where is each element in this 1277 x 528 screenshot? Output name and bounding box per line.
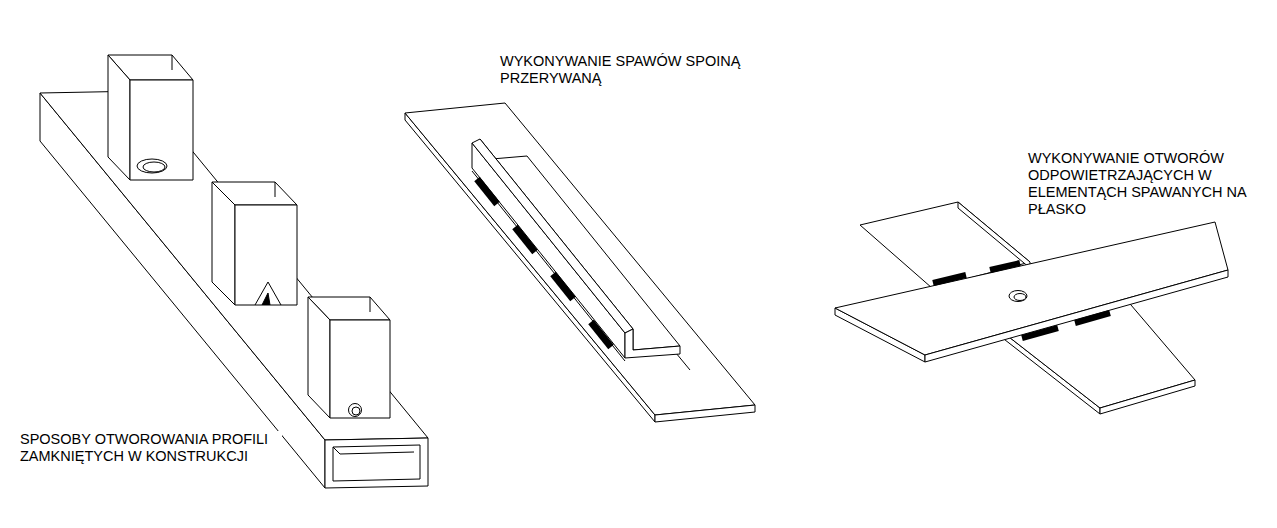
angle-leg-edge xyxy=(472,139,633,333)
front-plate-edge xyxy=(1100,380,1195,414)
post-side xyxy=(108,55,130,180)
vent-hole xyxy=(349,404,362,417)
angle-end xyxy=(625,329,680,358)
beam-inner-edge xyxy=(333,447,340,454)
vent-hole-inner xyxy=(143,162,165,172)
weld-seam xyxy=(591,322,611,347)
main-plate-edge xyxy=(925,270,1228,362)
vent-notch-shade xyxy=(262,293,270,305)
weld-seam xyxy=(553,274,573,299)
beam-top xyxy=(40,91,428,440)
weld-seam xyxy=(515,227,535,252)
plate-top xyxy=(405,103,755,415)
post-front xyxy=(330,320,390,418)
vent-hole xyxy=(1009,291,1027,302)
post-side xyxy=(212,182,235,305)
beam-inner-edge xyxy=(340,452,414,454)
flat-weld-figure xyxy=(835,202,1228,414)
beam-end xyxy=(325,438,428,488)
intermittent-weld-figure xyxy=(405,103,755,422)
weld-seam xyxy=(1022,328,1058,338)
vent-hole xyxy=(137,159,167,173)
post-inner-edge xyxy=(275,182,276,197)
plate-end xyxy=(655,405,755,422)
post-inner-edge xyxy=(172,55,173,70)
post-front xyxy=(235,205,297,305)
post-inner-edge xyxy=(370,297,371,312)
closed-profile-figure xyxy=(40,55,428,488)
weld-seam xyxy=(1075,313,1110,323)
vent-hole-inner xyxy=(352,407,360,415)
weld-seam xyxy=(990,263,1020,270)
weld-seam xyxy=(477,179,497,204)
weld-line xyxy=(472,171,625,361)
caption-label: SPOSOBY OTWOROWANIA PROFILI ZAMKNIĘTYCH … xyxy=(20,431,282,465)
angle-leg-outer xyxy=(472,143,625,358)
vent-hole-inner xyxy=(1014,294,1026,301)
weld-seams xyxy=(477,179,611,347)
weld-seams xyxy=(933,263,1110,338)
post-side xyxy=(308,297,330,418)
vent-notch xyxy=(255,282,281,305)
weld-seam xyxy=(933,275,966,283)
caption-label: WYKONYWANIE OTWORÓW ODPOWIETRZAJĄCYCH W … xyxy=(1028,150,1260,218)
caption-label: WYKONYWANIE SPAWÓW SPOINĄ PRZERYWANĄ xyxy=(500,53,758,87)
post-front xyxy=(130,80,193,180)
back-plate-edge xyxy=(958,202,1030,268)
beam-opening xyxy=(333,445,420,481)
